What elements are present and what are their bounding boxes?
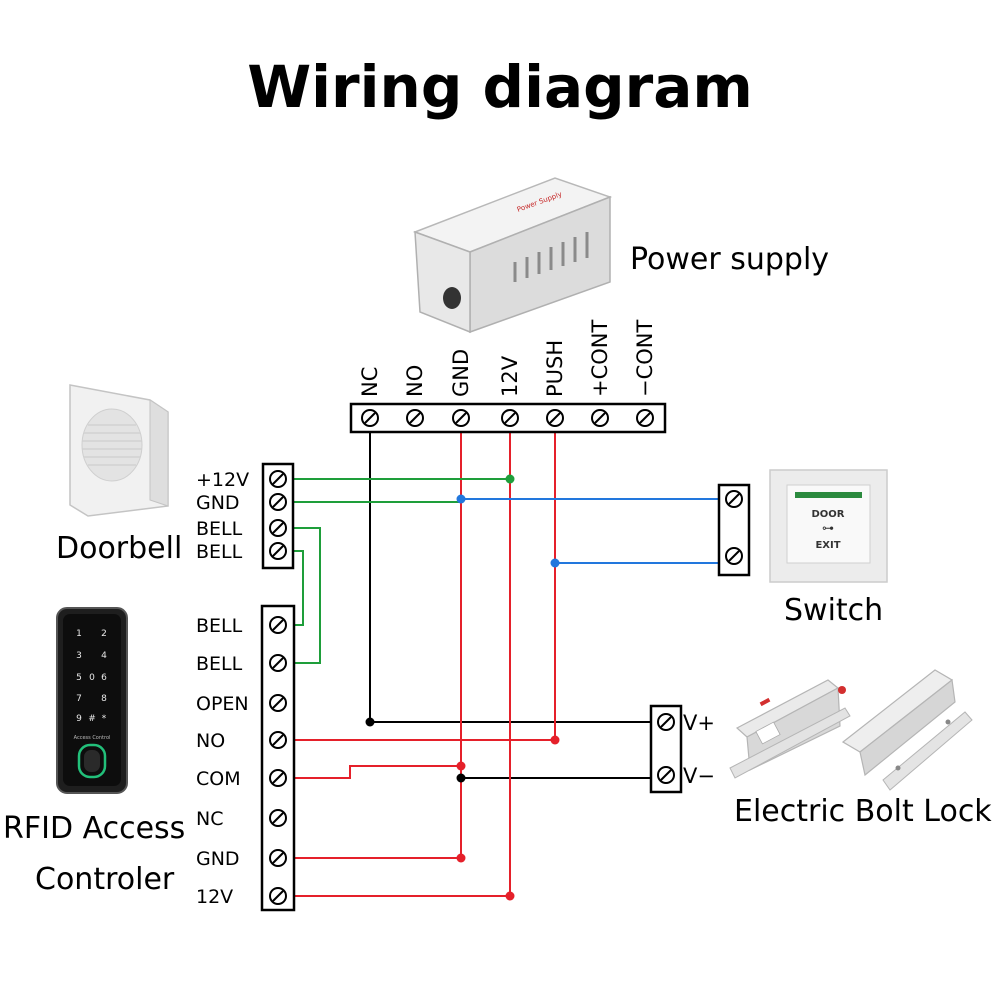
junction-dot bbox=[505, 474, 515, 484]
terminal-screw bbox=[269, 542, 287, 560]
power-terminal-label: −CONT bbox=[633, 320, 657, 397]
wire-bell-a bbox=[278, 527, 321, 664]
power-supply-terminal-block: NC NO GND 12V PUSH +CONT −CONT bbox=[349, 320, 667, 434]
terminal-screw bbox=[501, 409, 519, 427]
terminal-screw bbox=[591, 409, 609, 427]
doorbell-terminal-label: BELL bbox=[196, 518, 243, 540]
controller-terminal-label: BELL bbox=[196, 653, 243, 675]
terminal-screw bbox=[406, 409, 424, 427]
junction-dot bbox=[456, 853, 466, 863]
controller-terminal-label: NC bbox=[196, 808, 223, 830]
terminal-screw bbox=[452, 409, 470, 427]
terminal-screw bbox=[269, 731, 287, 749]
controller-terminal-label: OPEN bbox=[196, 693, 249, 715]
power-terminal-label: GND bbox=[449, 349, 473, 397]
power-terminal-label: 12V bbox=[498, 355, 522, 397]
doorbell-terminal-label: +12V bbox=[196, 469, 249, 491]
controller-terminal-block: BELL BELL OPEN NO COM NC GND 12V bbox=[196, 604, 296, 912]
doorbell-terminal-label: GND bbox=[196, 492, 240, 514]
terminal-screw bbox=[269, 887, 287, 905]
switch-label: Switch bbox=[784, 593, 883, 628]
junction-dot bbox=[505, 891, 515, 901]
keypad-key: 2 bbox=[101, 629, 107, 639]
controller-terminal-label: GND bbox=[196, 848, 240, 870]
terminal-screw bbox=[269, 470, 287, 488]
keypad-key: # bbox=[88, 714, 96, 724]
terminal-screw bbox=[725, 547, 743, 565]
keypad-key: 0 bbox=[89, 673, 95, 683]
rfid-label-line2: Controler bbox=[35, 862, 175, 897]
terminal-screw bbox=[546, 409, 564, 427]
switch-terminal-block bbox=[717, 483, 751, 577]
terminal-screw bbox=[269, 616, 287, 634]
controller-terminal-label: BELL bbox=[196, 615, 243, 637]
terminal-screw bbox=[269, 694, 287, 712]
switch-plate-key: ⊶ bbox=[822, 521, 834, 535]
power-supply-label: Power supply bbox=[630, 242, 829, 277]
rfid-keypad-image: 1 2 3 4 5 6 7 8 9 * 0 # Access Control bbox=[56, 607, 128, 794]
lock-terminal-block: V+ V− bbox=[649, 704, 715, 794]
power-terminal-label: PUSH bbox=[543, 340, 567, 397]
lock-terminal-label: V− bbox=[683, 764, 715, 788]
lock-label: Electric Bolt Lock bbox=[734, 794, 992, 829]
terminal-screw bbox=[636, 409, 654, 427]
terminal-screw bbox=[269, 849, 287, 867]
keypad-key: 7 bbox=[76, 694, 82, 704]
doorbell-label: Doorbell bbox=[56, 531, 182, 566]
terminal-screw bbox=[269, 809, 287, 827]
power-terminal-label: NO bbox=[403, 365, 427, 397]
keypad-key: 3 bbox=[76, 651, 82, 661]
junction-dot bbox=[550, 558, 560, 568]
keypad-key: 6 bbox=[101, 673, 107, 683]
keypad-key: 5 bbox=[76, 673, 82, 683]
terminal-screw bbox=[657, 713, 675, 731]
terminal-screw bbox=[269, 493, 287, 511]
junction-dot bbox=[550, 735, 560, 745]
keypad-brand: Access Control bbox=[74, 735, 111, 741]
diagram-title: Wiring diagram bbox=[247, 53, 753, 121]
keypad-key: 1 bbox=[76, 629, 82, 639]
switch-plate-top: DOOR bbox=[811, 509, 844, 520]
switch-block-body bbox=[717, 483, 751, 577]
terminal-screw bbox=[269, 769, 287, 787]
terminal-screw bbox=[269, 519, 287, 537]
power-terminal-label: +CONT bbox=[588, 320, 612, 397]
power-supply-image: Power Supply bbox=[412, 177, 613, 334]
controller-terminal-label: COM bbox=[196, 768, 241, 790]
bolt-lock-image bbox=[729, 679, 851, 779]
rfid-label-line1: RFID Access bbox=[3, 811, 185, 846]
keypad-key: 4 bbox=[101, 651, 107, 661]
keypad-key: * bbox=[102, 714, 107, 724]
wire-com-to-gnd bbox=[278, 765, 461, 779]
controller-terminal-label: 12V bbox=[196, 886, 233, 908]
lock-terminal-label: V+ bbox=[683, 711, 715, 735]
controller-terminal-label: NO bbox=[196, 730, 225, 752]
junction-dot bbox=[456, 494, 466, 504]
junction-dot bbox=[365, 717, 375, 727]
keypad-key: 9 bbox=[76, 714, 82, 724]
magnetic-lock-image bbox=[841, 669, 973, 791]
switch-plate-bottom: EXIT bbox=[815, 540, 840, 551]
wires bbox=[278, 418, 720, 901]
doorbell-terminal-label: BELL bbox=[196, 541, 243, 563]
power-terminal-label: NC bbox=[358, 367, 382, 397]
terminal-screw bbox=[361, 409, 379, 427]
doorbell-image bbox=[69, 384, 169, 517]
junction-dot bbox=[456, 773, 466, 783]
junction-dot bbox=[456, 761, 466, 771]
terminal-screw bbox=[725, 490, 743, 508]
exit-switch-image: DOOR ⊶ EXIT bbox=[769, 469, 888, 583]
terminal-screw bbox=[657, 766, 675, 784]
terminal-screw bbox=[269, 654, 287, 672]
keypad-key: 8 bbox=[101, 694, 107, 704]
